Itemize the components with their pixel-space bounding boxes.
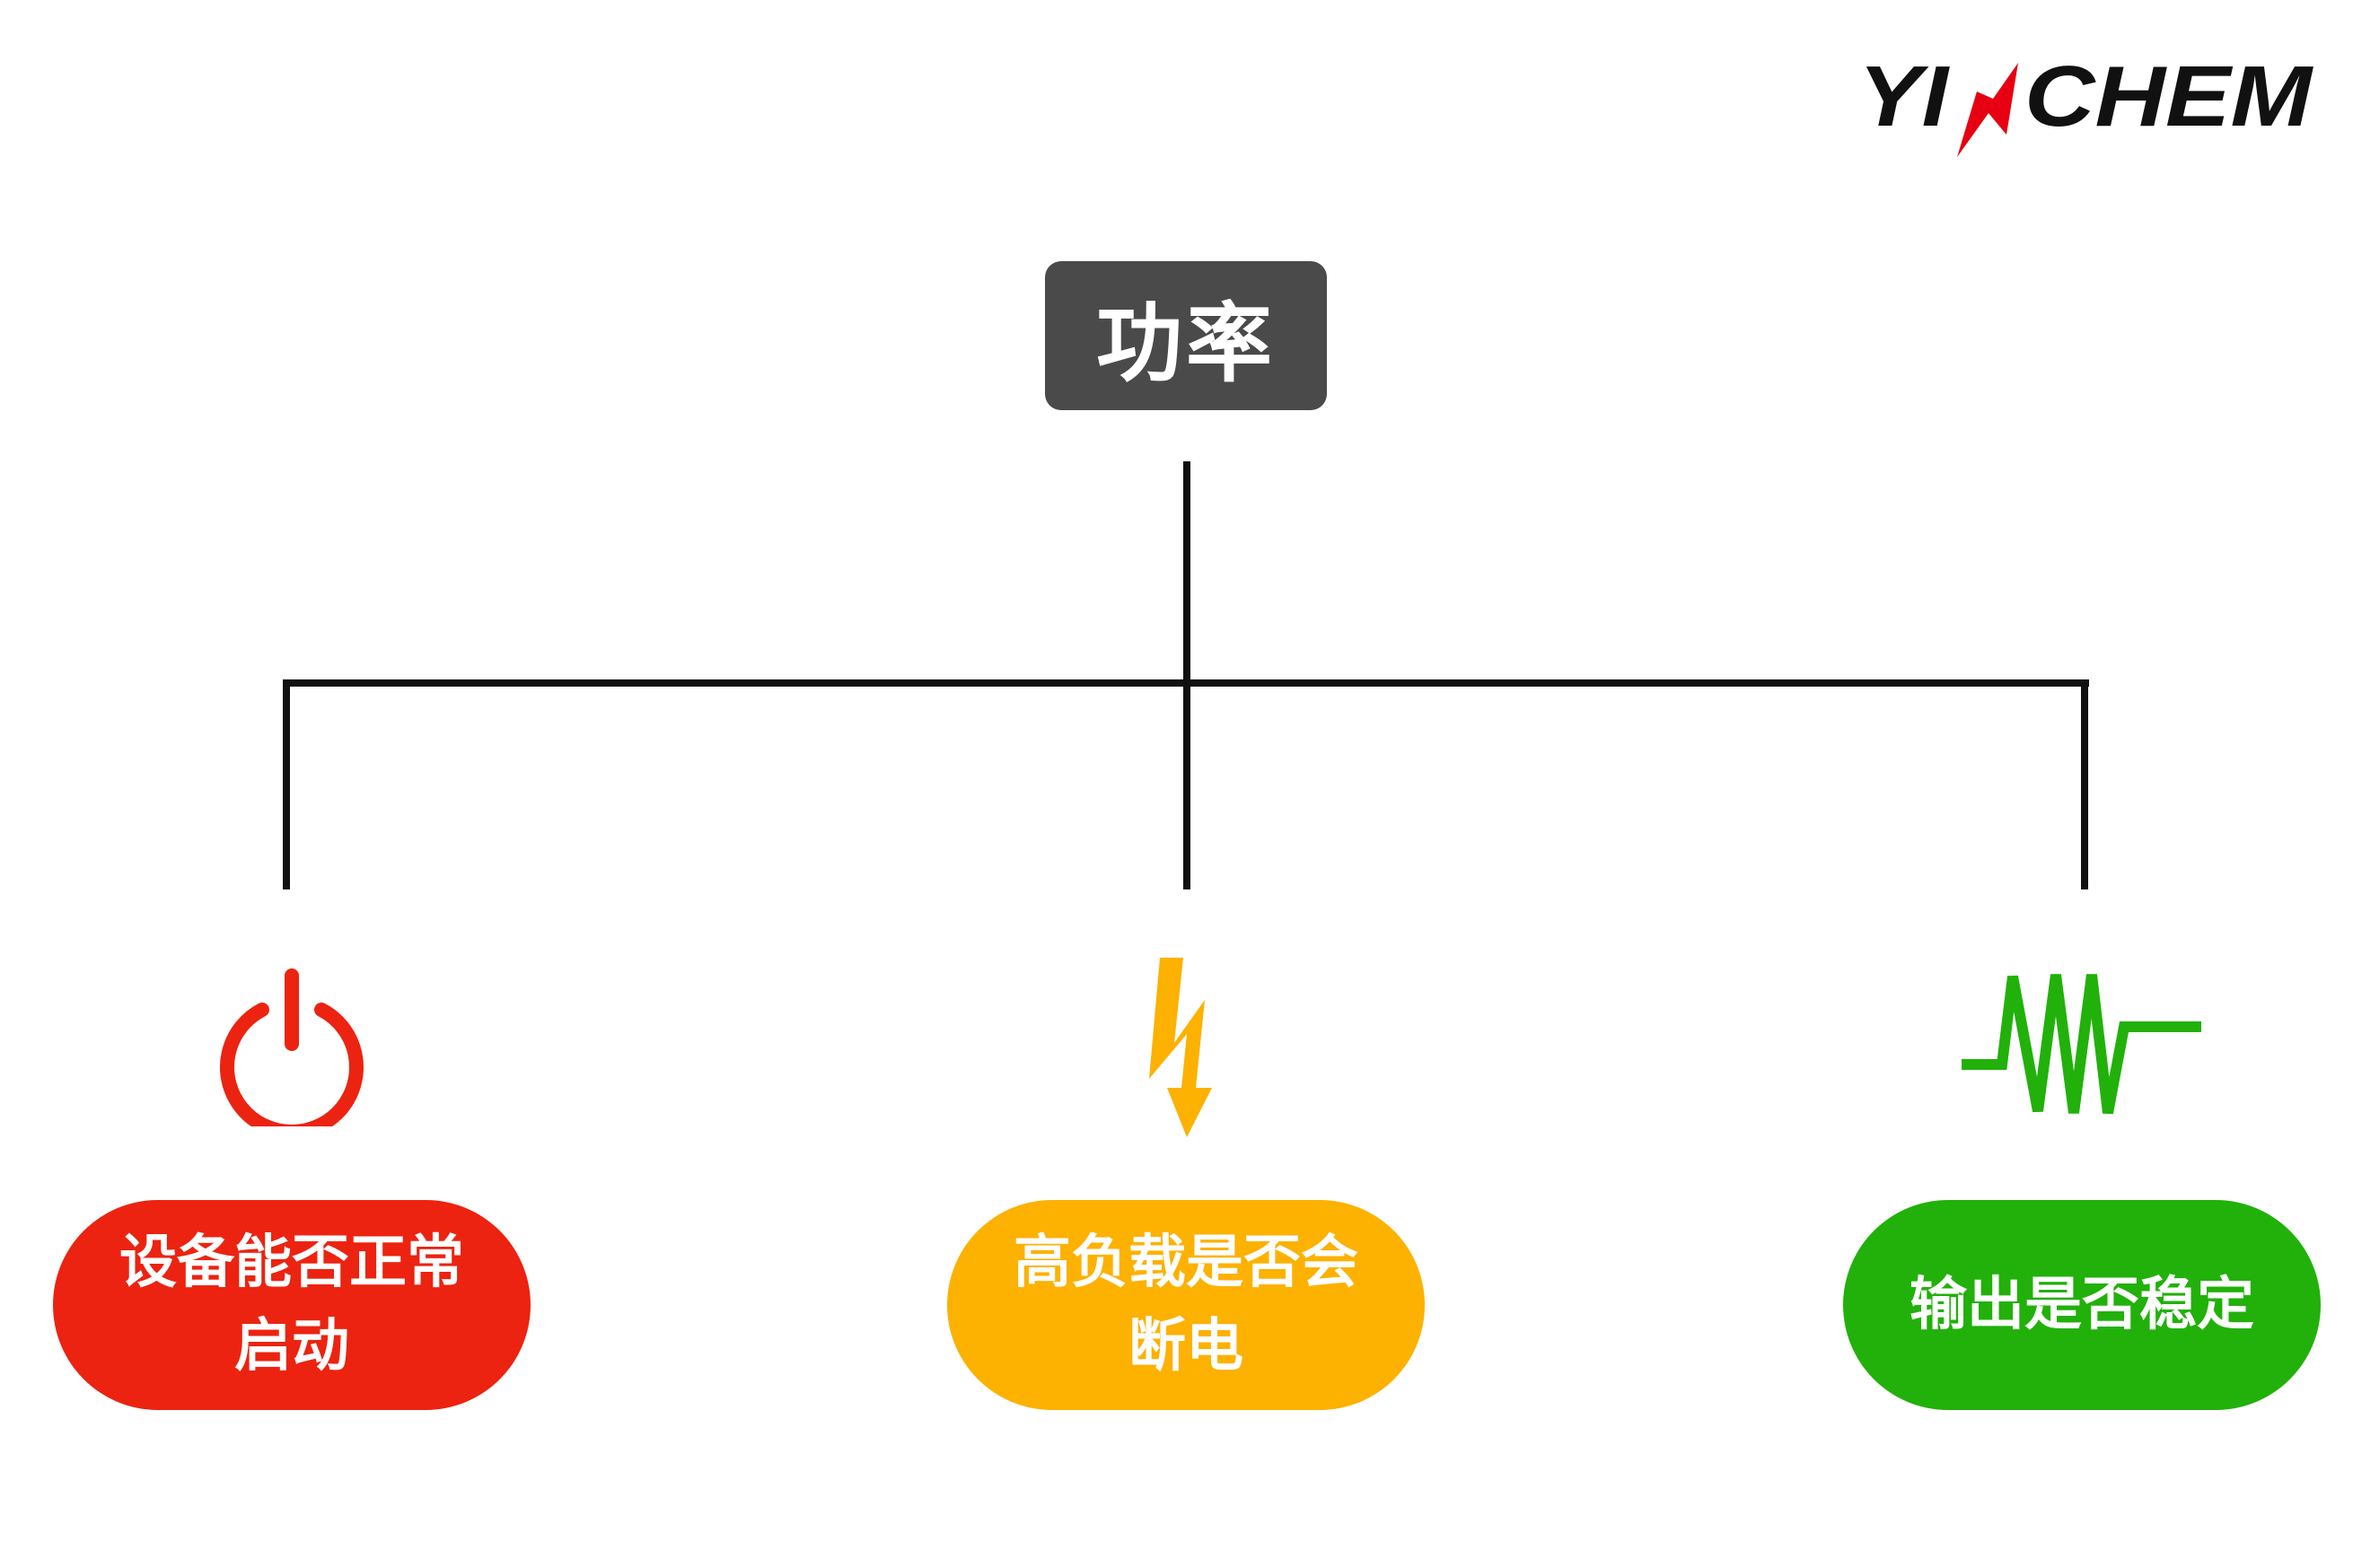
power-icon — [220, 968, 364, 1126]
svg-text:YI: YI — [1858, 48, 1951, 145]
yinchem-logo: YI CHEM — [1858, 48, 2313, 157]
connector-right — [2081, 679, 2088, 889]
branch-high-load-line1: 高负载是否会 — [1014, 1230, 1358, 1297]
branch-output-stability: 输出是否稳定 — [1843, 1200, 2321, 1410]
lightning-bolt-icon — [1149, 958, 1212, 1137]
connector-middle — [1183, 679, 1190, 889]
connector-root — [1183, 461, 1190, 686]
branch-high-load: 高负载是否会 断电 — [947, 1200, 1425, 1410]
branch-startup-line1: 设备能否正常 — [119, 1230, 464, 1297]
connector-left — [283, 679, 290, 889]
zigzag-signal-icon — [1962, 974, 2201, 1115]
branch-startup-line2: 启动 — [234, 1313, 349, 1380]
svg-text:CHEM: CHEM — [2024, 48, 2313, 145]
branch-startup: 设备能否正常 启动 — [53, 1200, 531, 1410]
root-node-power: 功率 — [1045, 261, 1327, 410]
branch-high-load-line2: 断电 — [1128, 1313, 1243, 1380]
branch-output-stability-line1: 输出是否稳定 — [1910, 1271, 2254, 1338]
